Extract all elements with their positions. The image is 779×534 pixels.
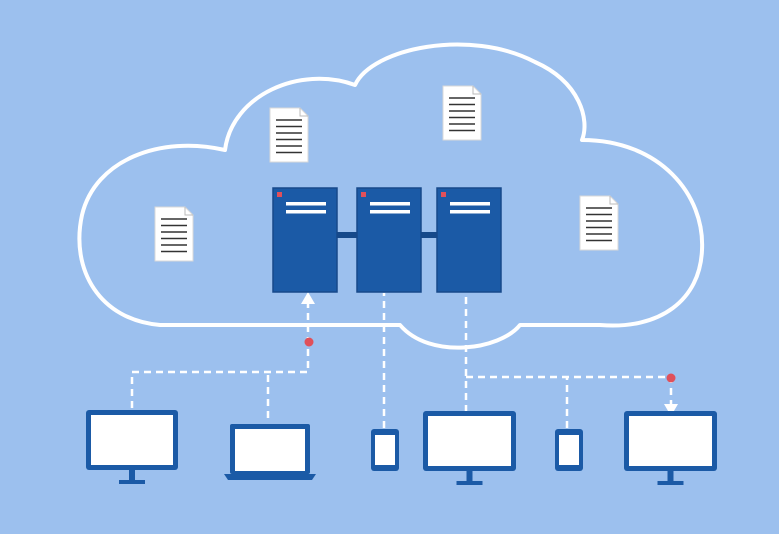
document-icon [442, 85, 482, 141]
device-group [86, 410, 717, 485]
document-icon [269, 107, 309, 163]
server-led [361, 192, 366, 197]
connector-dot [666, 373, 676, 383]
smartphone-icon [371, 429, 399, 471]
server-group [272, 187, 502, 293]
server-rack-icon [356, 187, 422, 293]
desktop-monitor-icon [423, 411, 516, 485]
desktop-monitor-icon [624, 411, 717, 485]
document-icon [154, 206, 194, 262]
connector-monitor1-server1 [130, 300, 310, 408]
connectors [130, 292, 678, 428]
server-link [421, 232, 437, 238]
server-led [277, 192, 282, 197]
arrowhead-down [664, 404, 678, 416]
cloud-outline [77, 42, 705, 350]
server-rack-icon [436, 187, 502, 293]
document-icon [579, 195, 619, 251]
arrowhead-up [301, 292, 315, 304]
server-link [337, 232, 357, 238]
laptop-icon [224, 424, 316, 480]
connector-server3-monitor3 [466, 375, 673, 405]
document-group [154, 85, 619, 262]
server-rack-icon [272, 187, 338, 293]
desktop-monitor-icon [86, 410, 178, 484]
smartphone-icon [555, 429, 583, 471]
connector-dot [304, 337, 314, 347]
server-led [441, 192, 446, 197]
